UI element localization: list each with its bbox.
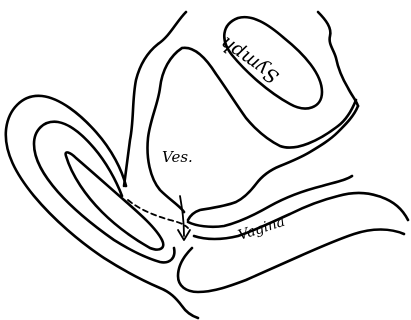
uterus-outer-outline: [6, 96, 198, 318]
ves-label: Ves.: [162, 148, 193, 166]
urethra-arrow-line: [180, 196, 184, 236]
pubic-soft-tissue-outline: [318, 12, 358, 106]
urethra-dashed-line: [128, 200, 188, 228]
vaginal-canal-lower: [194, 193, 408, 239]
anterior-vaginal-wall: [188, 106, 358, 220]
symph-label: Symph: [216, 32, 283, 88]
